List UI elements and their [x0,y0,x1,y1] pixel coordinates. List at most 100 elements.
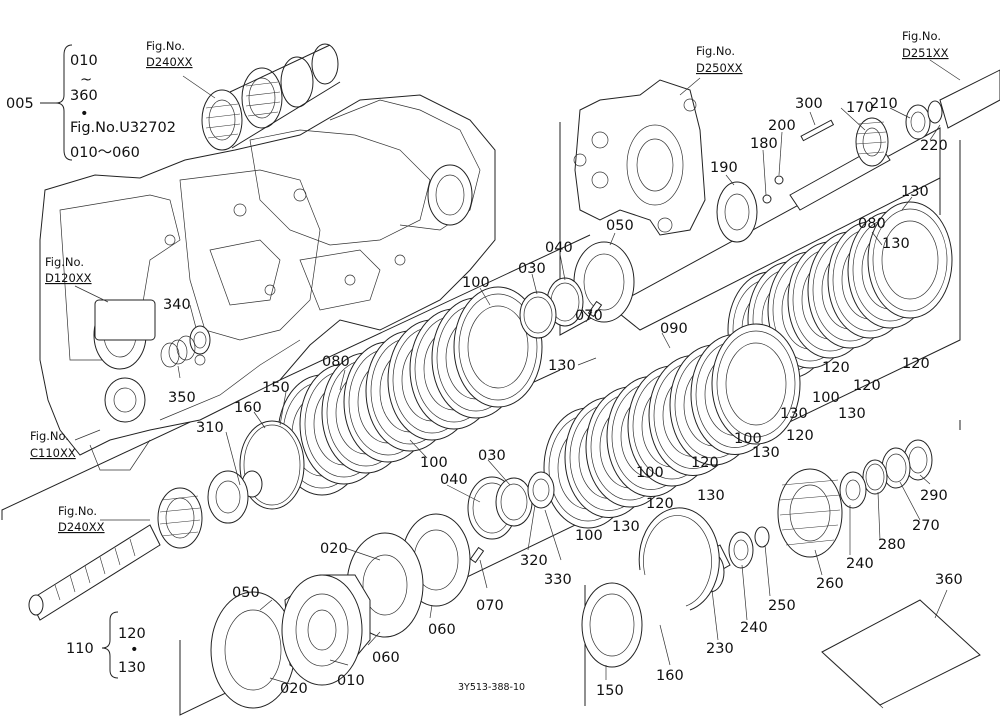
callout-label: 130 [838,406,866,422]
callout-label: 100 [636,465,664,481]
callout-label: 200 [768,118,796,134]
clutch-pack-upper [727,201,953,389]
callout-label: 340 [163,297,191,313]
fig-ref-6-head: Fig.No. [58,504,97,518]
callout-label: 170 [846,100,874,116]
group-005-line6: 010～060 [70,145,140,161]
group-005-line3: 360 [70,88,98,104]
group-005-line5: Fig.No.U32702 [70,120,176,136]
callout-label: 060 [428,622,456,638]
text-layer: 005 010 ~ 360 • Fig.No.U32702 010～060 11… [6,29,949,693]
group-005-line2: ~ [80,72,92,88]
callout-label: 080 [858,216,886,232]
callout-label: 210 [870,96,898,112]
group-110-line2: • [130,642,139,658]
group-110-number: 110 [66,641,94,657]
clutch-plate [711,323,801,445]
group-005-brace [40,44,73,161]
drawing-code: 3Y513-388-10 [458,682,525,693]
callout-label: 190 [710,160,738,176]
callout-label: 100 [734,431,762,447]
gear-cluster-top [201,43,341,151]
callout-label: 120 [646,496,674,512]
callout-label: 120 [902,356,930,372]
callout-label: 120 [786,428,814,444]
callout-label: 150 [596,683,624,699]
callout-label: 130 [882,236,910,252]
callout-label: 240 [846,556,874,572]
callout-label: 130 [901,184,929,200]
callout-label: 100 [575,528,603,544]
callout-label: 060 [372,650,400,666]
clutch-plate [867,201,953,319]
callout-label: 050 [606,218,634,234]
callout-label: 120 [822,360,850,376]
callout-label: 220 [920,138,948,154]
group-005-number: 005 [6,96,34,112]
callout-label: 090 [660,321,688,337]
leader-lines [74,59,961,685]
clutch-pack-lower [543,323,801,529]
callout-label: 020 [320,541,348,557]
callout-label: 130 [548,358,576,374]
callout-label: 120 [691,455,719,471]
callout-label: 030 [518,261,546,277]
callout-label: 130 [697,488,725,504]
callout-label: 330 [544,572,572,588]
callout-label: 010 [337,673,365,689]
callout-label: 310 [196,420,224,436]
callout-label: 040 [545,240,573,256]
fig-ref-4-head: Fig.No. [45,255,84,269]
fig-ref-5-head: Fig.No. [30,429,69,443]
fig-ref-5-code: C110XX [30,446,76,460]
fig-ref-1-code: D240XX [146,55,193,69]
fig-ref-3-head: Fig.No. [902,29,941,43]
fig-ref-1-head: Fig.No. [146,39,185,53]
fig-ref-4-code: D120XX [45,271,92,285]
fig-ref-6-code: D240XX [58,520,105,534]
callout-label: 130 [752,445,780,461]
callout-label: 270 [912,518,940,534]
pto-shaft-upper [716,69,1000,243]
callout-label: 070 [575,308,603,324]
callout-label: 260 [816,576,844,592]
callout-label: 160 [234,400,262,416]
document-sheet-360 [821,599,981,709]
callout-label: 130 [780,406,808,422]
callout-label: 360 [935,572,963,588]
group-110-brace [101,611,119,679]
callout-label: 230 [706,641,734,657]
group-005-line4: • [80,106,89,122]
callout-numbers: 1702103002001801902201300800500400301000… [163,96,963,699]
callout-label: 040 [440,472,468,488]
callout-label: 100 [420,455,448,471]
group-005-line1: 010 [70,53,98,69]
group-110-line1: 120 [118,626,146,642]
callout-label: 100 [462,275,490,291]
callout-label: 250 [768,598,796,614]
lower-right-shaft-parts [581,439,933,668]
callout-label: 020 [280,681,308,697]
callout-label: 150 [262,380,290,396]
callout-label: 350 [168,390,196,406]
fig-ref-2-head: Fig.No. [696,44,735,58]
callout-label: 080 [322,354,350,370]
callout-label: 290 [920,488,948,504]
fig-ref-3-code: D251XX [902,46,949,60]
callout-label: 180 [750,136,778,152]
transmission-case [39,94,496,471]
callout-label: 100 [812,390,840,406]
housing-d250 [573,79,706,236]
input-shaft-lower [28,487,203,621]
callout-label: 320 [520,553,548,569]
callout-label: 240 [740,620,768,636]
callout-label: 280 [878,537,906,553]
group-110-line3: 130 [118,660,146,676]
callout-label: 160 [656,668,684,684]
callout-label: 070 [476,598,504,614]
callout-label: 050 [232,585,260,601]
callout-label: 030 [478,448,506,464]
callout-label: 300 [795,96,823,112]
